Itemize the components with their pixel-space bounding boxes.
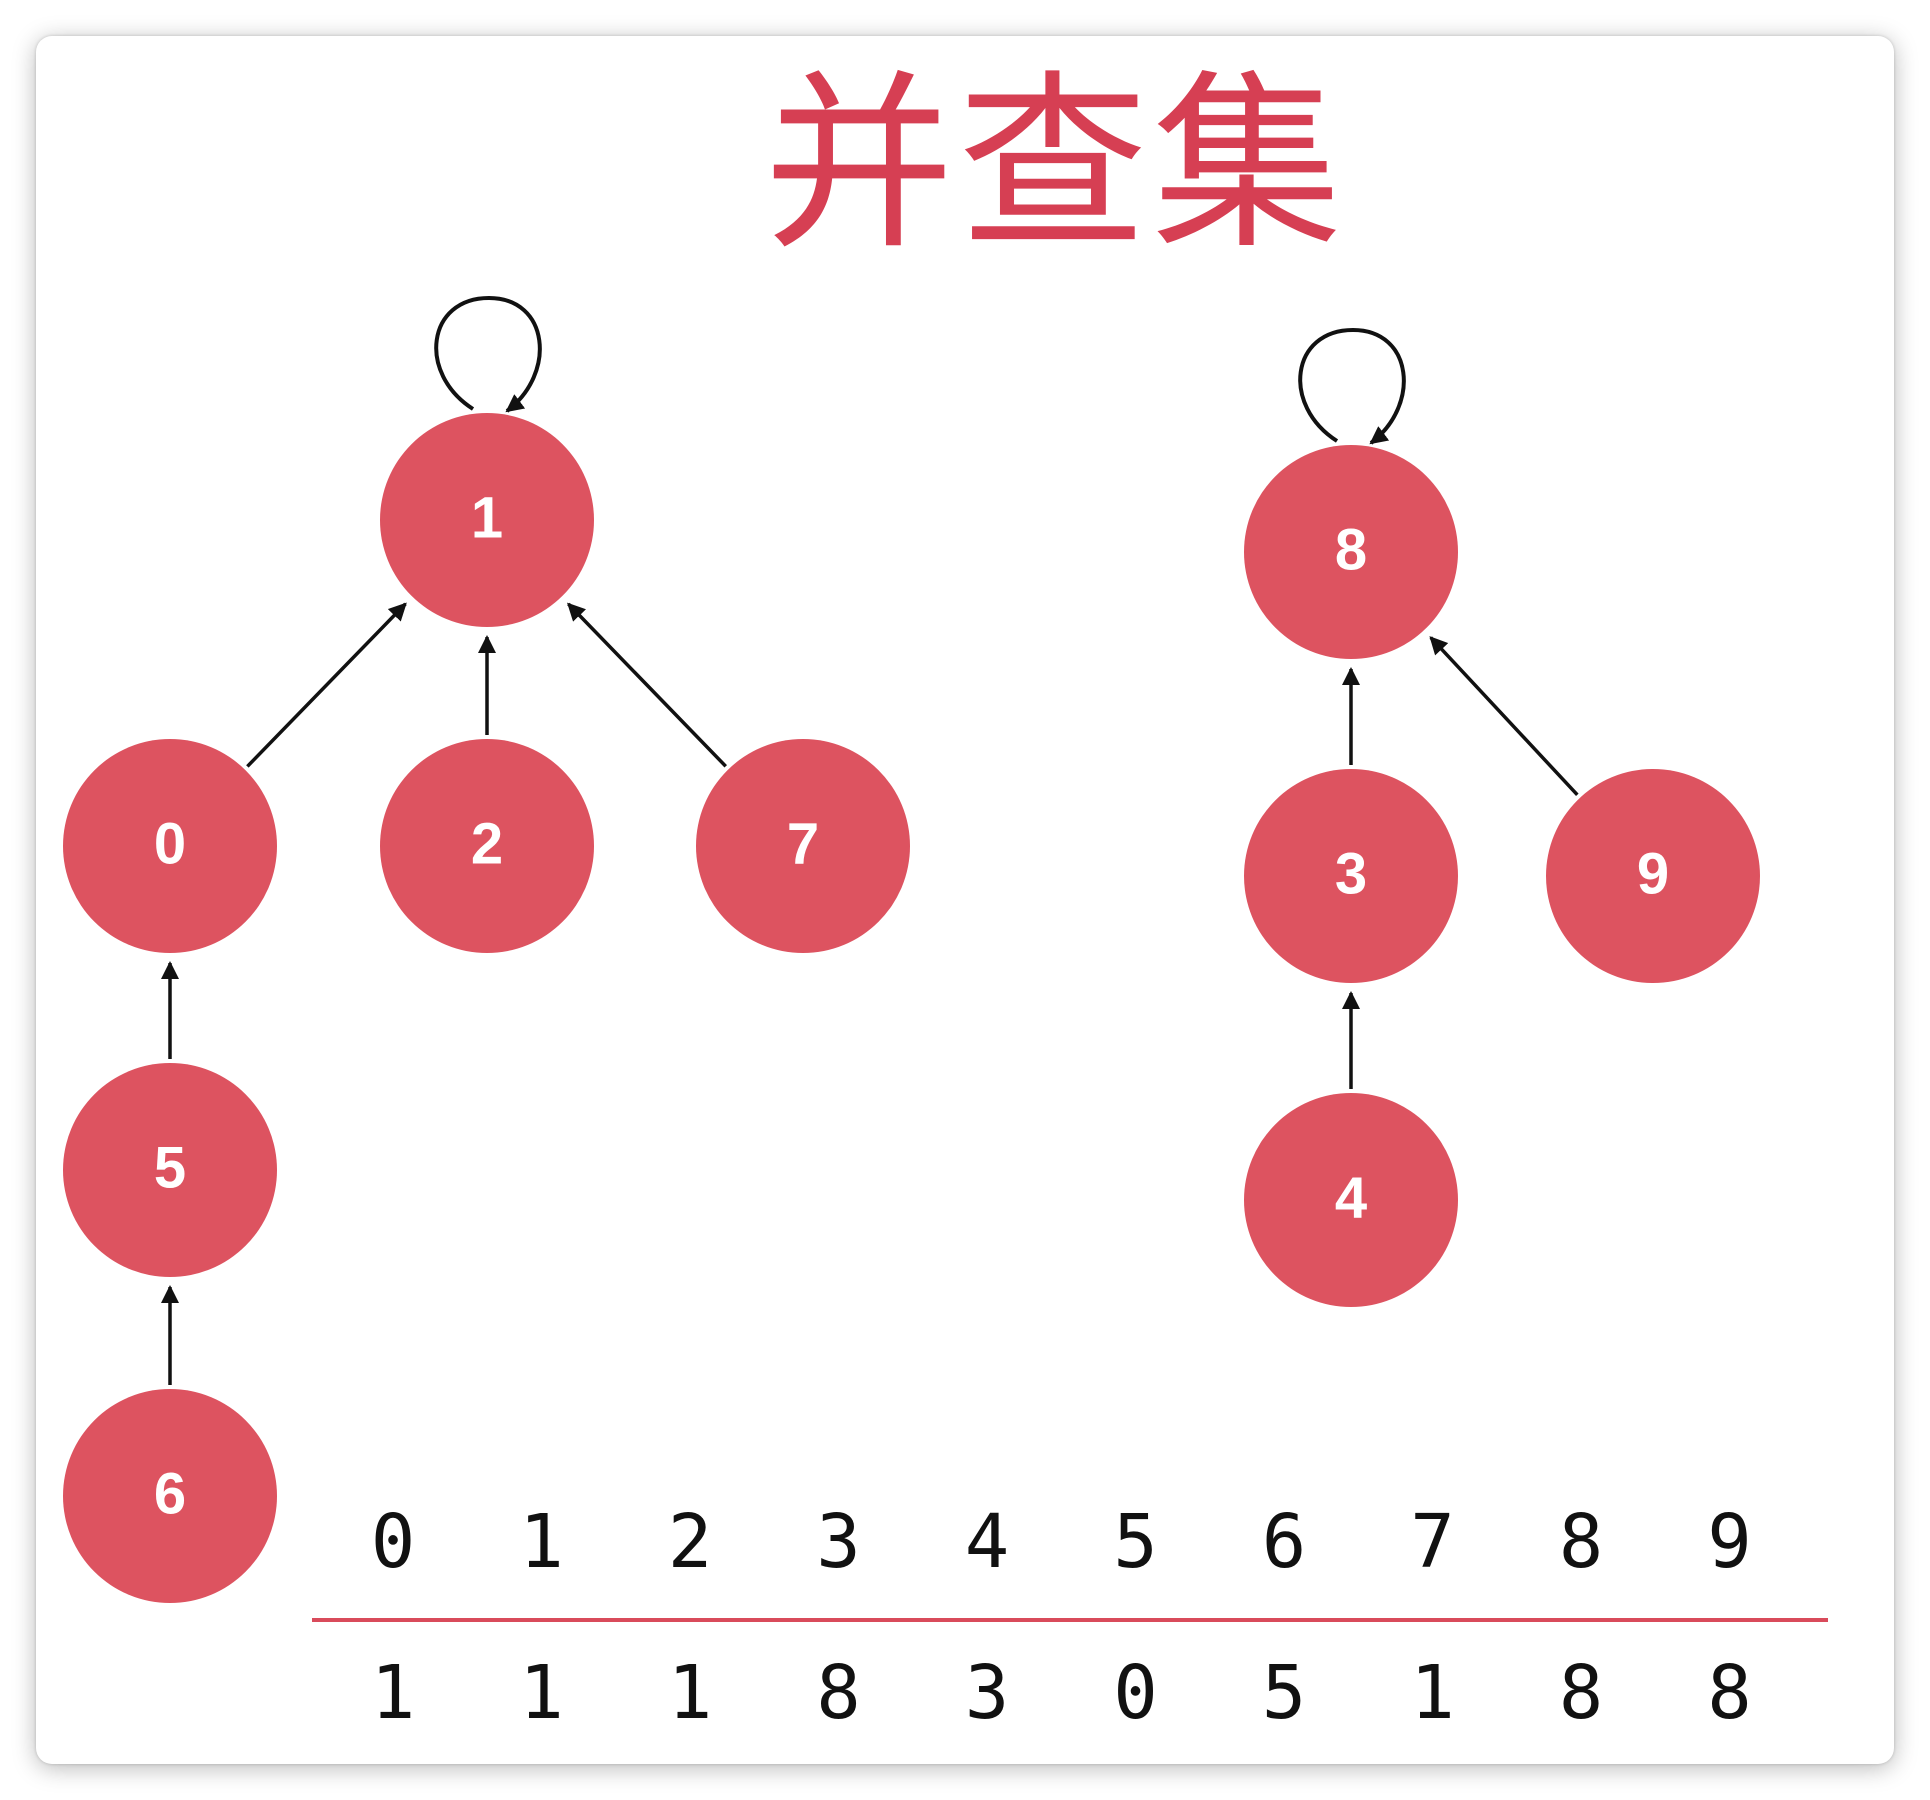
node-circle xyxy=(63,1389,277,1603)
index-cell: 6 xyxy=(1262,1499,1307,1585)
page-title: 并查集 xyxy=(763,54,1346,275)
parent-cell: 1 xyxy=(1410,1650,1455,1736)
edge-0-to-1 xyxy=(246,602,407,768)
node-7: 7 xyxy=(696,739,910,953)
edge-7-to-1 xyxy=(567,602,727,768)
node-1: 1 xyxy=(380,413,594,627)
node-0: 0 xyxy=(63,739,277,953)
parent-cell: 0 xyxy=(1113,1650,1158,1736)
node-label: 9 xyxy=(1637,841,1669,906)
node-circle xyxy=(1244,445,1458,659)
node-circle xyxy=(1244,1093,1458,1307)
parent-cell: 1 xyxy=(371,1650,416,1736)
node-3: 3 xyxy=(1244,769,1458,983)
node-circle xyxy=(1546,769,1760,983)
parent-cell: 8 xyxy=(1559,1650,1604,1736)
self-loop-1 xyxy=(434,295,542,413)
node-5: 5 xyxy=(63,1063,277,1277)
node-circle xyxy=(63,739,277,953)
node-2: 2 xyxy=(380,739,594,953)
node-label: 2 xyxy=(471,811,503,876)
parent-cell: 3 xyxy=(965,1650,1010,1736)
node-circle xyxy=(380,413,594,627)
node-6: 6 xyxy=(63,1389,277,1603)
node-label: 6 xyxy=(154,1461,186,1526)
self-loop-8 xyxy=(1298,327,1406,445)
parent-cell: 1 xyxy=(519,1650,564,1736)
index-cell: 9 xyxy=(1707,1499,1752,1585)
node-label: 4 xyxy=(1335,1165,1367,1230)
index-cell: 0 xyxy=(371,1499,416,1585)
node-label: 5 xyxy=(154,1135,186,1200)
node-circle xyxy=(63,1063,277,1277)
edge-9-to-8 xyxy=(1429,636,1579,796)
node-circle xyxy=(1244,769,1458,983)
index-cell: 4 xyxy=(965,1499,1010,1585)
node-label: 0 xyxy=(154,811,186,876)
node-9: 9 xyxy=(1546,769,1760,983)
node-circle xyxy=(696,739,910,953)
node-label: 3 xyxy=(1335,841,1367,906)
index-cell: 5 xyxy=(1113,1499,1158,1585)
self-loops-layer xyxy=(434,295,1406,445)
parent-cell: 1 xyxy=(668,1650,713,1736)
index-cell: 1 xyxy=(519,1499,564,1585)
node-label: 8 xyxy=(1335,517,1367,582)
parent-cell: 8 xyxy=(1707,1650,1752,1736)
node-4: 4 xyxy=(1244,1093,1458,1307)
node-label: 1 xyxy=(471,485,503,550)
index-cell: 8 xyxy=(1559,1499,1604,1585)
index-cell: 2 xyxy=(668,1499,713,1585)
parent-cell: 8 xyxy=(816,1650,861,1736)
parent-table: 0 1 2 3 4 5 6 7 8 9 1 1 1 8 3 0 5 1 8 8 xyxy=(312,1499,1828,1736)
index-cell: 7 xyxy=(1410,1499,1455,1585)
edges-layer xyxy=(161,602,1579,1385)
node-circle xyxy=(380,739,594,953)
node-label: 7 xyxy=(787,811,819,876)
index-cell: 3 xyxy=(816,1499,861,1585)
nodes-layer: 1 0 2 7 5 6 8 3 9 4 xyxy=(63,413,1760,1603)
parent-cell: 5 xyxy=(1262,1650,1307,1736)
node-8: 8 xyxy=(1244,445,1458,659)
